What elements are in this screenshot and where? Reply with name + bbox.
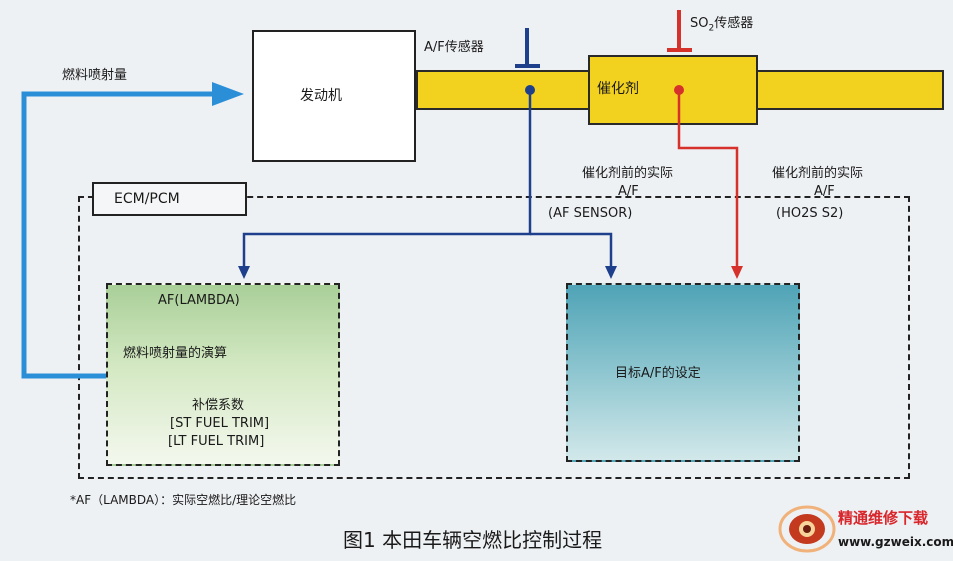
ecm-tag [92, 182, 247, 216]
ecm-label: ECM/PCM [114, 191, 180, 207]
target-af-box [566, 283, 800, 462]
watermark-logo-icon [778, 505, 836, 553]
left-box-line4: [ST FUEL TRIM] [170, 416, 270, 431]
af-arrow-left [238, 266, 250, 279]
footnote: *AF（LAMBDA）：实际空燃比/理论空燃比 [70, 493, 297, 507]
left-box-line2: 燃料喷射量的演算 [123, 346, 228, 361]
fuel-feedback-line [21, 91, 212, 379]
engine-label: 发动机 [300, 88, 342, 104]
engine-block [252, 30, 416, 162]
ho2s-path-line2: A/F [814, 184, 835, 199]
fuel-injection-label: 燃料喷射量 [62, 68, 128, 83]
ecm-frame [78, 196, 910, 479]
catalyst-block [588, 55, 758, 125]
af-arrow-right [605, 266, 617, 279]
watermark-url: www.gzweix.com [838, 535, 953, 549]
right-box-label: 目标A/F的设定 [615, 366, 701, 381]
af-path-line3: (AF SENSOR) [548, 206, 633, 221]
fuel-arrow-head [212, 82, 244, 106]
left-box-line3: 补偿系数 [192, 398, 245, 413]
fuel-calc-box [106, 283, 340, 466]
left-box-line5: [LT FUEL TRIM] [168, 434, 265, 449]
so2-sensor-label: SO2传感器 [690, 16, 754, 34]
so2-signal-line [677, 90, 739, 268]
af-signal-branch [530, 232, 613, 268]
figure-caption: 图1 本田车辆空燃比控制过程 [343, 528, 603, 552]
left-box-line1: AF(LAMBDA) [158, 293, 240, 308]
so2-arrow-head [731, 266, 743, 279]
watermark-title: 精通维修下载 [838, 509, 929, 527]
catalyst-label: 催化剂 [597, 81, 639, 97]
af-signal-line [242, 90, 532, 268]
af-sensor-label: A/F传感器 [424, 40, 484, 55]
ho2s-path-line1: 催化剂前的实际 [772, 166, 864, 181]
ho2s-path-line3: (HO2S S2) [776, 206, 844, 221]
af-path-line2: A/F [618, 184, 639, 199]
af-path-line1: 催化剂前的实际 [582, 166, 674, 181]
